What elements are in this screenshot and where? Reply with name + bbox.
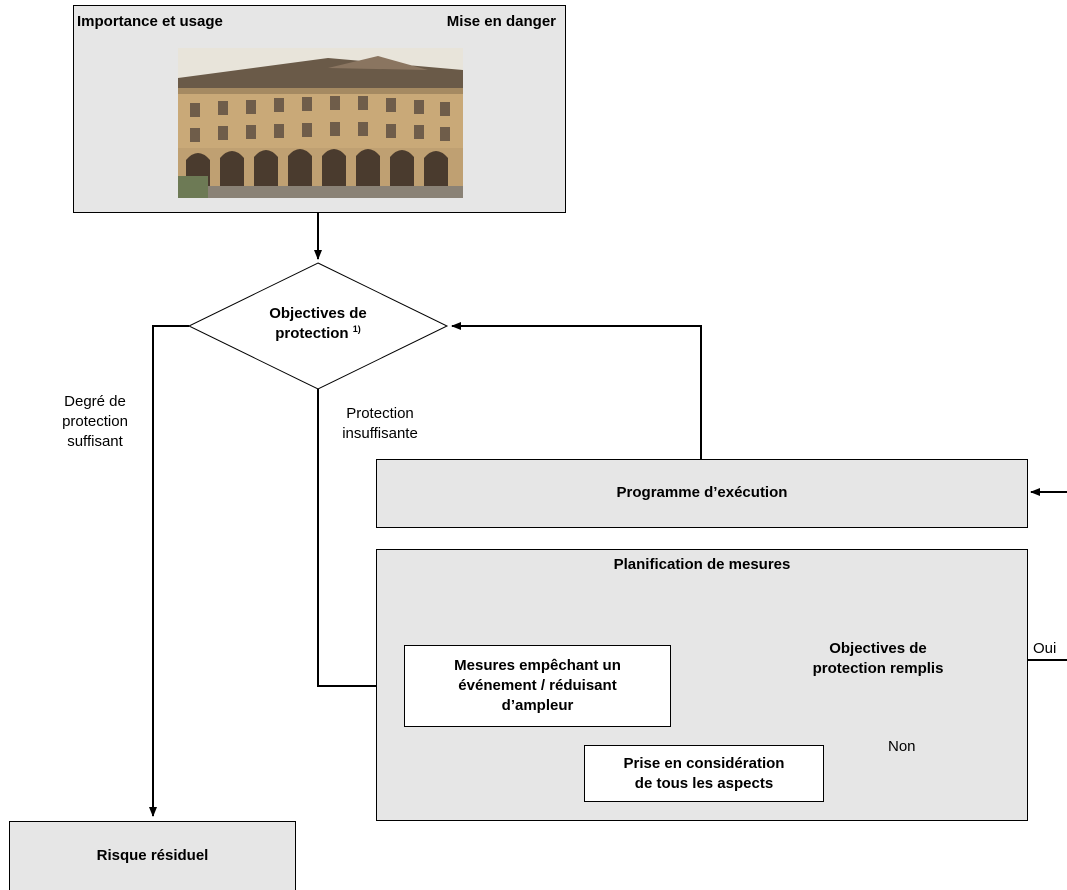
measures-box: Mesures empêchant un événement / réduisa…	[404, 645, 671, 727]
no-label: Non	[888, 738, 916, 755]
sufficient-label: Degré de protection suffisant	[62, 393, 128, 450]
execution-program-label: Programme d’exécution	[616, 484, 788, 501]
importance-usage-label: Importance et usage	[77, 13, 223, 30]
execution-program-box	[376, 459, 1028, 528]
consideration-box: Prise en considération de tous les aspec…	[584, 745, 824, 802]
protection-decision-label: Objectives de protection 1)	[269, 305, 367, 342]
residual-risk-box	[9, 821, 296, 890]
met-decision-label: Objectives de protection remplis	[812, 640, 944, 677]
building-photo	[178, 48, 463, 198]
arrow-sufficient-to-residual	[149, 325, 189, 817]
danger-label: Mise en danger	[446, 13, 556, 30]
residual-risk-label: Risque résiduel	[96, 847, 209, 864]
planning-title: Planification de mesures	[613, 556, 791, 573]
arrow-insufficient-to-measures	[317, 389, 403, 690]
arrow-program-to-decision	[451, 322, 702, 459]
yes-label: Oui	[1033, 640, 1057, 657]
insufficient-label: Protection insuffisante	[342, 405, 418, 442]
